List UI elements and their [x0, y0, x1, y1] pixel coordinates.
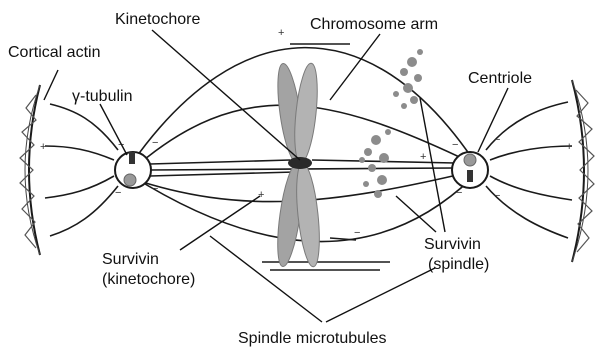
- minus-sign: −: [452, 139, 458, 151]
- centrosome-right: [452, 152, 488, 188]
- survivin-kinetochore-label-line2: (kinetochore): [102, 271, 195, 288]
- chromosome-arm-label: Chromosome arm: [310, 16, 438, 33]
- plus-sign: +: [258, 189, 264, 201]
- minus-sign: −: [494, 134, 500, 146]
- plus-sign: +: [420, 151, 426, 163]
- kinetochore-label: Kinetochore: [115, 11, 200, 28]
- plus-sign: +: [278, 27, 284, 39]
- minus-sign: −: [494, 190, 500, 202]
- cortical-actin-label: Cortical actin: [8, 44, 100, 61]
- survivin-spindle-label-line1: Survivin: [424, 236, 481, 253]
- chromosome: [273, 62, 324, 268]
- spindle-microtubules-label: Spindle microtubules: [238, 330, 387, 347]
- gamma-tubulin-dot-left: [124, 174, 136, 186]
- survivin-spindle-speckles: [359, 49, 423, 198]
- plus-sign: +: [566, 141, 572, 153]
- minus-sign: −: [115, 187, 121, 199]
- minus-sign: −: [354, 227, 360, 239]
- cortical-actin-right: [572, 80, 594, 262]
- plus-sign: +: [40, 141, 46, 153]
- gamma-tubulin-dot-right: [464, 154, 476, 166]
- centriole-left: [129, 152, 135, 164]
- survivin-kinetochore-label-line1: Survivin: [102, 251, 159, 268]
- centrosome-left: [115, 152, 151, 188]
- centriole-label: Centriole: [468, 70, 532, 87]
- minus-sign: −: [456, 187, 462, 199]
- survivin-spindle-label-line2: (spindle): [428, 256, 489, 273]
- minus-sign: −: [152, 183, 158, 195]
- cortical-actin-left: [20, 85, 40, 255]
- gamma-tubulin-label: γ-tubulin: [72, 88, 132, 105]
- minus-sign: −: [152, 137, 158, 149]
- kinetochore: [288, 157, 312, 169]
- centriole-right: [467, 170, 473, 182]
